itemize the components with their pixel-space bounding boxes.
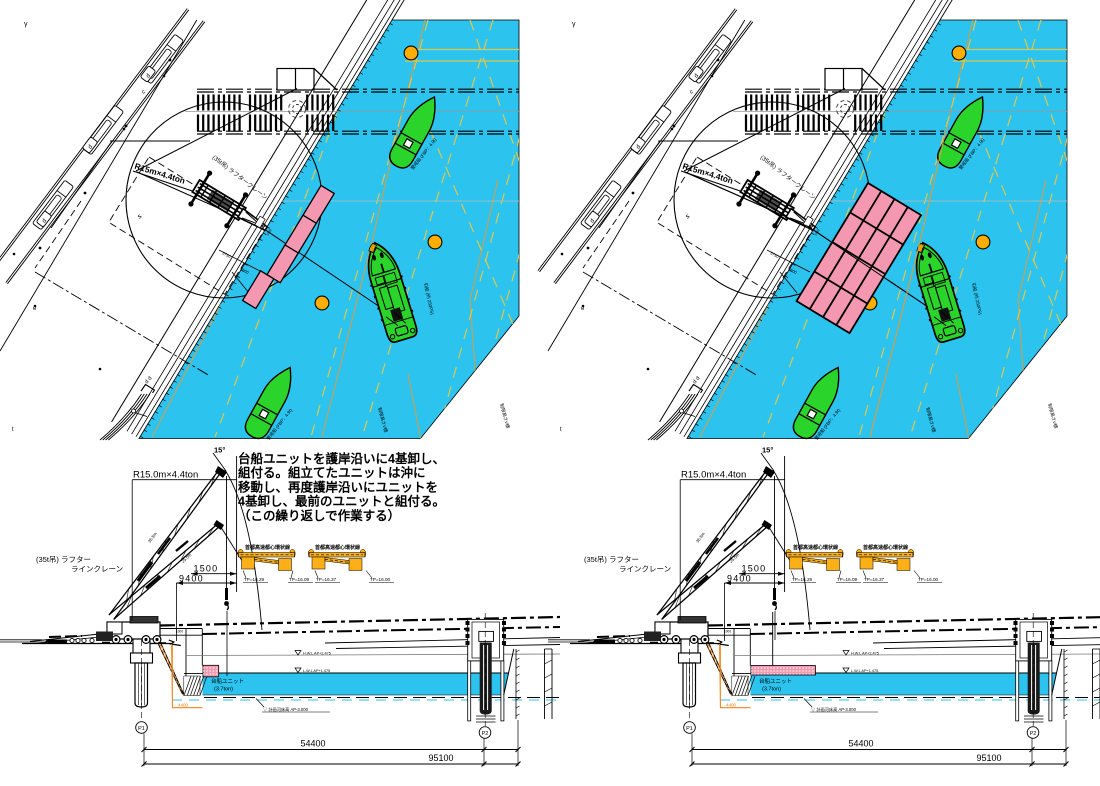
svg-text:（この繰り返しで作業する）: （この繰り返しで作業する） (238, 508, 400, 523)
svg-text:台船ユニットを護岸沿いに4基卸し、: 台船ユニットを護岸沿いに4基卸し、 (238, 451, 445, 466)
svg-text:移動し、再度護岸沿いにユニットを: 移動し、再度護岸沿いにユニットを (238, 479, 438, 494)
svg-text:4基卸し、最前のユニットと組付る。: 4基卸し、最前のユニットと組付る。 (238, 494, 445, 509)
svg-text:台船ユニット: 台船ユニット (759, 677, 792, 685)
svg-text:(3.7ton): (3.7ton) (214, 687, 233, 693)
svg-text:台船ユニット: 台船ユニット (211, 677, 244, 685)
svg-text:組付る。組立てたユニットは沖に: 組付る。組立てたユニットは沖に (238, 465, 426, 480)
svg-text:(3.7ton): (3.7ton) (762, 687, 781, 693)
